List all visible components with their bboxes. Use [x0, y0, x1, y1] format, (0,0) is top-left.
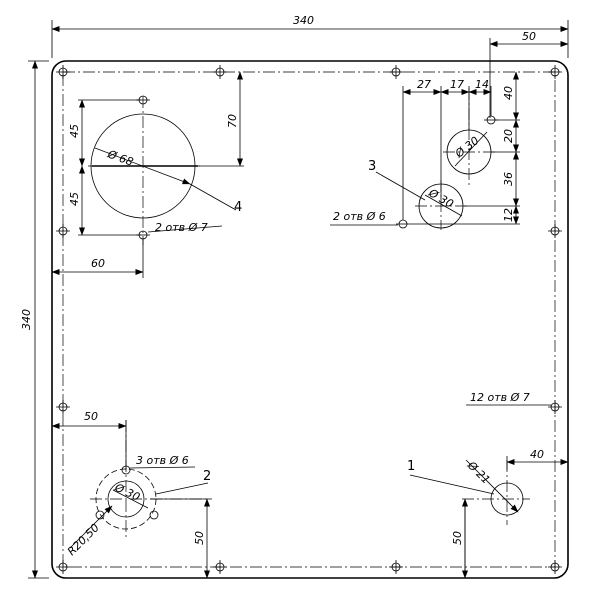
callout-4: 4 — [189, 183, 242, 215]
perimeter-holes — [56, 65, 562, 574]
hole — [548, 65, 562, 79]
dim-top-right-50-label: 50 — [522, 30, 536, 43]
dim-bottom-50-left: 50 — [150, 498, 212, 579]
holes-2-d7-label: 2 отв Ø 7 — [155, 221, 208, 234]
holes-2-d6-label: 2 отв Ø 6 — [333, 210, 386, 223]
callout-3: 3 — [368, 159, 426, 201]
dim-70: 70 — [199, 71, 244, 167]
dim-bottom-50-right-label: 50 — [451, 531, 464, 545]
callout-2: 2 — [155, 469, 211, 495]
dim-overall-width: 340 — [51, 14, 569, 58]
dim-bottom-50-right: 50 — [451, 498, 468, 579]
hole — [213, 65, 227, 79]
dim-70-label: 70 — [226, 114, 239, 128]
holes-12-d7: 12 отв Ø 7 — [466, 391, 551, 406]
dia-30-upper-label: Ø 30 — [452, 134, 481, 161]
hole — [213, 560, 227, 574]
hole — [548, 224, 562, 238]
dim-left-50-label: 50 — [84, 410, 98, 423]
dim-bottom-50-left-label: 50 — [193, 531, 206, 545]
dim-left-50: 50 — [51, 410, 127, 470]
dim-overall-height: 340 — [20, 60, 49, 579]
hole — [389, 65, 403, 79]
dim-45-upper-label: 45 — [68, 124, 81, 138]
callout-2-label: 2 — [203, 469, 211, 484]
dia-30-bottom-label: Ø 30 — [112, 481, 142, 504]
hole — [548, 560, 562, 574]
dim-top-27-17-14: 27 17 14 — [402, 78, 492, 220]
dim-right-40-20-36-12: 40 20 36 12 — [410, 71, 520, 225]
bottom-left-feature: Ø 30 3 отв Ø 6 R20,50 — [65, 420, 210, 558]
dim-right-40-bottom: 40 — [506, 448, 569, 470]
dim-60: 60 — [51, 238, 144, 278]
dim-27-label: 27 — [417, 78, 431, 91]
dim-45-lower-label: 45 — [68, 192, 81, 206]
callout-4-label: 4 — [234, 200, 242, 215]
holes-3-d6-label: 3 отв Ø 6 — [136, 454, 189, 467]
dim-overall-height-label: 340 — [20, 309, 33, 330]
perimeter-center-line — [62, 71, 556, 568]
dim-overall-width-label: 340 — [293, 14, 314, 27]
plate-outline — [51, 60, 569, 579]
holes-12-d7-label: 12 отв Ø 7 — [470, 391, 530, 404]
dim-36-label: 36 — [502, 172, 515, 186]
dim-20-label: 20 — [502, 129, 515, 143]
dim-top-right-50: 50 — [489, 30, 569, 118]
dim-left-45-45: 45 45 — [68, 99, 141, 236]
radius-label: R20,50 — [65, 521, 102, 558]
dim-17-label: 17 — [450, 78, 464, 91]
hole — [548, 400, 562, 414]
hole — [389, 560, 403, 574]
hole — [56, 560, 70, 574]
dim-40-label: 40 — [502, 86, 515, 100]
upper-right-holes: Ø 30 Ø 30 2 отв Ø 6 — [330, 88, 498, 230]
hole — [56, 224, 70, 238]
dim-60-label: 60 — [91, 257, 105, 270]
bottom-right-hole-d21: Ø 21 1 — [407, 458, 530, 525]
hole — [56, 65, 70, 79]
callout-3-label: 3 — [368, 159, 376, 174]
callout-1-label: 1 — [407, 459, 415, 474]
dim-12-label: 12 — [502, 208, 515, 222]
dim-14-label: 14 — [475, 78, 489, 91]
dim-right-40-bottom-label: 40 — [530, 448, 544, 461]
hole — [56, 400, 70, 414]
